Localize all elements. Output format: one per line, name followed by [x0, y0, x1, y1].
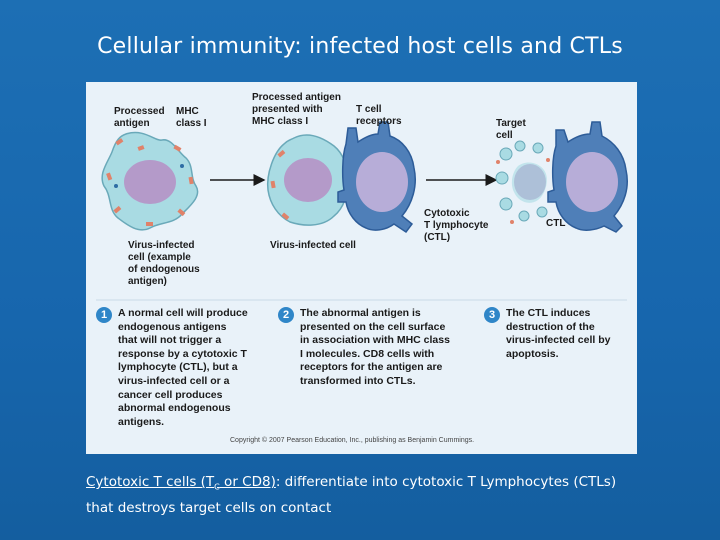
slide-title: Cellular immunity: infected host cells a… — [97, 34, 623, 59]
label-ctl: CTL — [546, 218, 566, 229]
label-cytotoxic-t-lymphocyte: Cytotoxic T lymphocyte (CTL) — [424, 208, 489, 243]
label-t-cell-receptors: T cell receptors — [356, 104, 402, 127]
caption-line1-rest: : differentiate into cytotoxic T Lymphoc… — [275, 474, 617, 490]
step-3-badge: 3 — [484, 307, 500, 323]
caption-term-subscript: C — [214, 482, 220, 492]
figure-panel: Processed antigen MHC class I Processed … — [86, 82, 637, 454]
label-virus-infected-cell-1: Virus-infected cell (example of endogeno… — [128, 240, 200, 287]
target-cell — [495, 140, 550, 224]
step-3-text: The CTL induces destruction of the virus… — [506, 307, 611, 360]
step-2-text: The abnormal antigen is presented on the… — [300, 307, 450, 387]
caption-term-prefix: Cytotoxic T cells (T — [86, 474, 215, 490]
label-virus-infected-cell-2: Virus-infected cell — [270, 240, 356, 251]
ctl-cell-1 — [337, 121, 416, 234]
cell-diagram — [96, 121, 628, 301]
copyright-notice: Copyright © 2007 Pearson Education, Inc.… — [230, 437, 475, 444]
caption-term: Cytotoxic T cells (TC or CD8) — [86, 474, 276, 492]
step-2-badge: 2 — [278, 307, 294, 323]
step-1-text: A normal cell will produce endogenous an… — [118, 307, 248, 428]
label-target-cell: Target cell — [496, 118, 526, 141]
caption-line2: that destroys target cells on contact — [86, 499, 332, 516]
label-processed-antigen: Processed antigen — [114, 106, 165, 129]
caption: Cytotoxic T cells (TC or CD8): different… — [86, 472, 686, 519]
virus-infected-cell-2 — [266, 134, 349, 226]
caption-term-suffix: or CD8) — [219, 474, 276, 490]
label-mhc-class: MHC class I — [176, 106, 207, 129]
label-antigen-presented: Processed antigen presented with MHC cla… — [252, 92, 341, 127]
ctl-cell-2 — [547, 121, 628, 233]
step-1-badge: 1 — [96, 307, 112, 323]
virus-infected-cell-1 — [101, 131, 199, 231]
